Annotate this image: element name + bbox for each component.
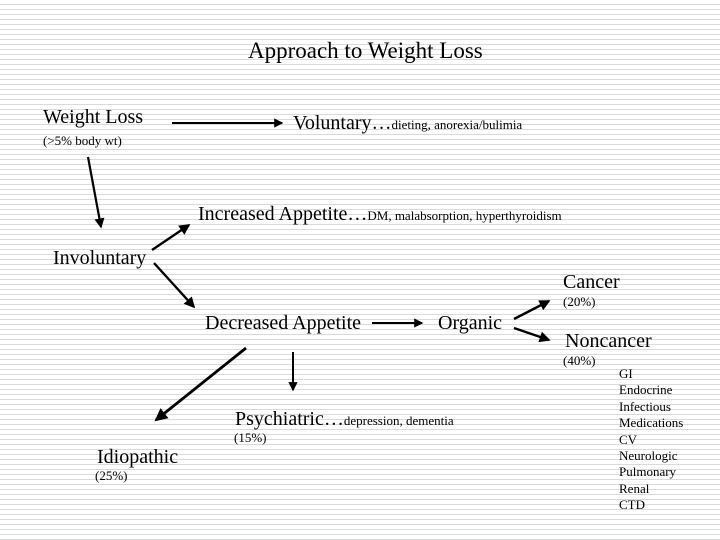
node-increased-appetite-label: Increased Appetite… [198,203,368,225]
noncancer-cause-item: CV [619,431,638,447]
node-idiopathic-percentage: (25%) [95,468,128,483]
node-weight-loss-subtext: (>5% body wt) [43,133,122,148]
noncancer-cause-item: Neurologic [619,448,678,464]
node-voluntary-label: Voluntary… [293,112,392,134]
noncancer-cause-item: Endocrine [619,382,673,398]
node-psychiatric-label: Psychiatric… [235,408,344,430]
noncancer-cause-item: Infectious [619,398,671,414]
node-psychiatric-detail: depression, dementia [343,413,454,428]
noncancer-cause-item: GI [619,366,633,381]
node-weight-loss: Weight Loss [43,106,144,128]
node-organic: Organic [438,312,503,334]
noncancer-cause-item: Pulmonary [619,464,677,480]
node-psychiatric: Psychiatric…depression, dementia [235,409,454,429]
node-cancer: Cancer [563,271,620,293]
arrow-involuntary-to-increased [151,224,191,251]
arrow-involuntary-to-decreased [153,262,196,309]
arrow-weightloss-to-involuntary [86,156,105,229]
slide-title-text: Approach to Weight Loss [248,38,483,63]
node-voluntary-detail: dieting, anorexia/bulimia [391,117,523,132]
slide-title: Approach to Weight Loss [248,39,483,62]
arrow-decreased-to-idiopathic [154,346,247,422]
node-involuntary: Involuntary [53,247,147,269]
noncancer-cause-item: Medications [619,415,684,431]
node-cancer-percentage: (20%) [563,294,596,309]
node-increased-appetite: Increased Appetite…DM, malabsorption, hy… [198,204,562,224]
arrow-organic-to-noncancer [513,326,551,343]
node-decreased-appetite: Decreased Appetite [205,312,362,334]
node-noncancer: Noncancer [565,330,652,352]
node-psychiatric-percentage: (15%) [234,430,267,445]
noncancer-cause-item: Renal [619,480,650,496]
noncancer-cause-item: CTD [619,497,645,513]
node-increased-appetite-detail: DM, malabsorption, hyperthyroidism [367,208,562,223]
node-voluntary: Voluntary…dieting, anorexia/bulimia [293,113,522,133]
node-noncancer-percentage: (40%) [563,353,596,368]
arrow-organic-to-cancer [513,299,551,321]
node-idiopathic: Idiopathic [97,446,179,468]
